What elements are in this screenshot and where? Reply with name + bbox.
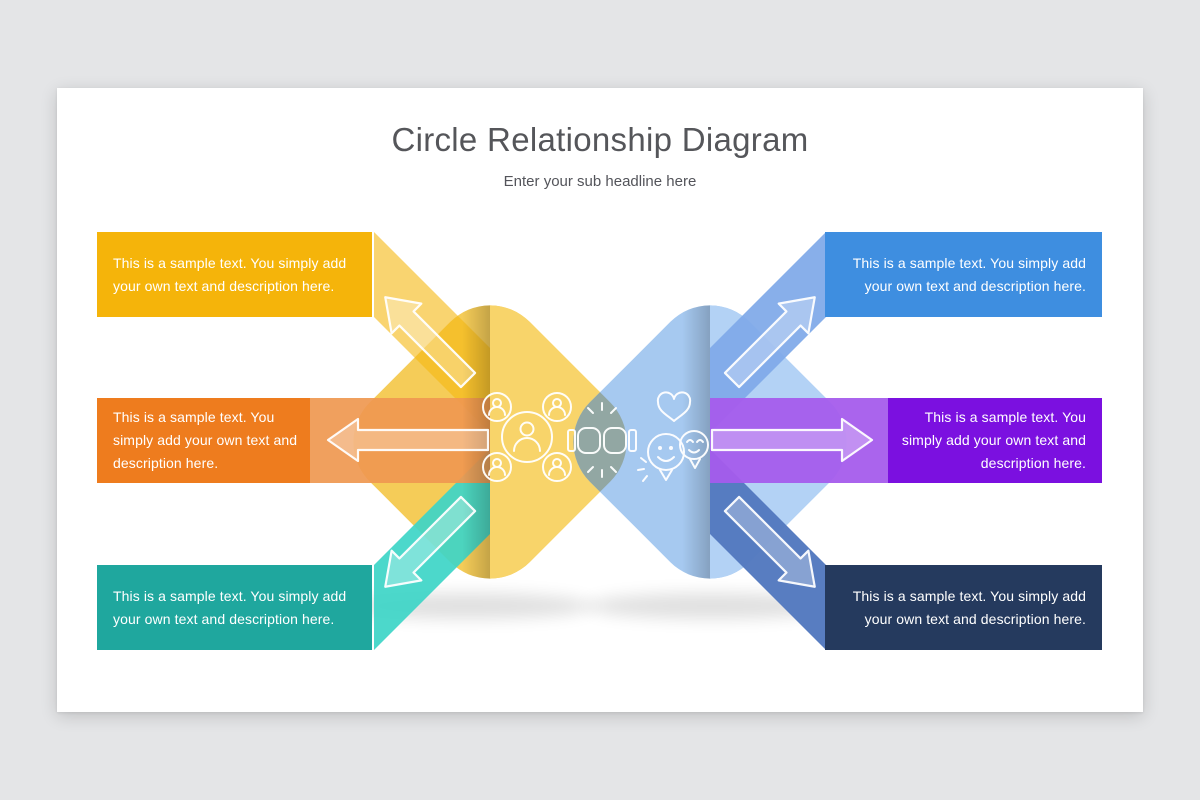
fist-bump-icon bbox=[567, 402, 637, 478]
ribbon-arm-top-left bbox=[374, 232, 490, 433]
ribbon-arm-bottom-left bbox=[374, 449, 490, 650]
banner-top-right: This is a sample text. You simply add yo… bbox=[825, 232, 1102, 317]
banner-text-line: This is a sample text. You bbox=[113, 409, 275, 425]
ribbon-arm-top-right bbox=[710, 232, 826, 433]
banner-text-line: simply add your own text and bbox=[901, 432, 1086, 448]
ribbon-arm-middle-left bbox=[308, 398, 490, 483]
banner-text-line: description here. bbox=[980, 455, 1086, 471]
ribbon-arm-middle-right bbox=[710, 398, 890, 483]
banner-middle-left: This is a sample text. You simply add yo… bbox=[97, 398, 310, 483]
banner-text-line: This is a sample text. You simply add bbox=[852, 254, 1086, 271]
banner-text-line: simply add your own text and bbox=[113, 432, 298, 448]
arrow-bottom-left bbox=[384, 495, 477, 588]
arrow-top-left bbox=[384, 296, 477, 389]
banner-text-line: description here. bbox=[113, 455, 219, 471]
banner-text-line: This is a sample text. You simply add bbox=[852, 587, 1086, 604]
banner-text-line: your own text and description here. bbox=[113, 610, 335, 627]
friends-heart-icon bbox=[637, 391, 709, 482]
banner-top-left: This is a sample text. You simply add yo… bbox=[97, 232, 372, 317]
banner-text-line: This is a sample text. You bbox=[924, 409, 1086, 425]
arrows bbox=[326, 296, 874, 588]
banner-text-line: This is a sample text. You simply add bbox=[113, 254, 347, 271]
ribbon-arm-bottom-right bbox=[710, 449, 826, 650]
arrow-bottom-right bbox=[723, 495, 816, 588]
ribbon-arms bbox=[308, 232, 890, 650]
team-network-icon bbox=[482, 392, 572, 482]
page-title: Circle Relationship Diagram bbox=[391, 121, 809, 158]
banner-text-line: your own text and description here. bbox=[113, 277, 335, 294]
banner-text-line: This is a sample text. You simply add bbox=[113, 587, 347, 604]
arrow-middle-left bbox=[326, 417, 490, 463]
banner-middle-right: This is a sample text. You simply add yo… bbox=[888, 398, 1102, 483]
banner-text-line: your own text and description here. bbox=[864, 610, 1086, 627]
page-subtitle: Enter your sub headline here bbox=[503, 173, 697, 190]
banner-bottom-left: This is a sample text. You simply add yo… bbox=[97, 565, 372, 650]
banner-bottom-right: This is a sample text. You simply add yo… bbox=[825, 565, 1102, 650]
banner-text-line: your own text and description here. bbox=[864, 277, 1086, 294]
arrow-middle-right bbox=[710, 417, 874, 463]
arrow-top-right bbox=[723, 296, 816, 389]
